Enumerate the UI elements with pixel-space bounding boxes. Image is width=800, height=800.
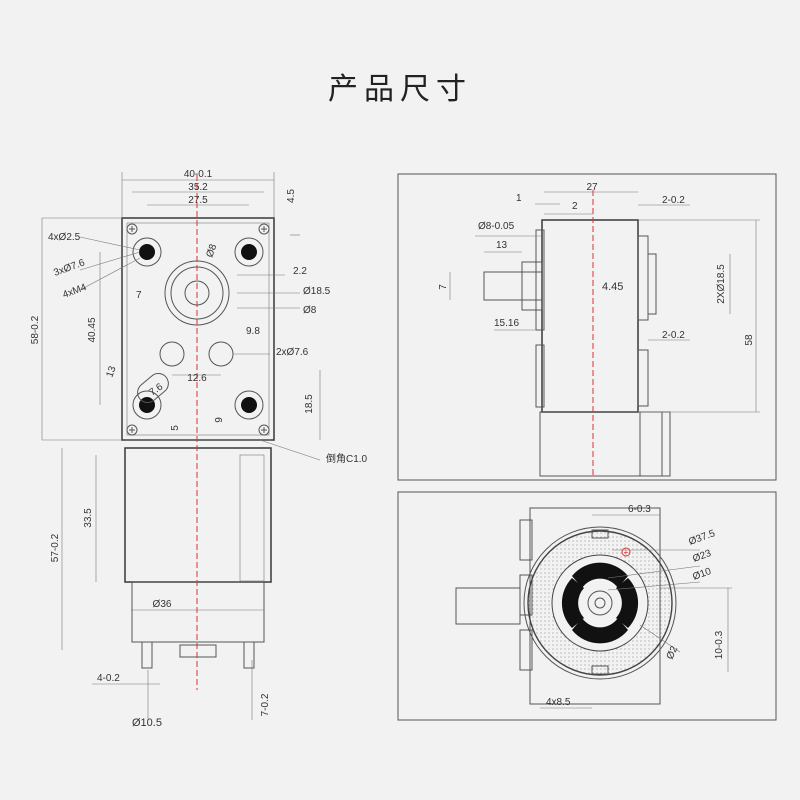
side-view-frame <box>397 173 777 481</box>
bottom-dim-h10-03: 10-0.3 <box>714 630 725 659</box>
hole-left <box>159 341 185 367</box>
dim-d10-5: Ø10.5 <box>132 717 162 729</box>
dim-18-5v: 18.5 <box>304 394 315 414</box>
side-dim-2-02-top: 2-0.2 <box>662 195 685 206</box>
dim-2-2: 2.2 <box>293 266 307 277</box>
terminal-left <box>141 641 153 669</box>
side-dim-2x18-5: 2XØ18.5 <box>716 264 727 304</box>
dim-d36: Ø36 <box>153 599 172 610</box>
side-dim-shaft-d: Ø8-0.05 <box>478 221 515 232</box>
side-dim-13: 13 <box>496 240 508 251</box>
terminal-right <box>243 641 255 669</box>
bottom-dim-6-03: 6-0.3 <box>628 504 651 515</box>
page-title: 产品尺寸 <box>328 72 472 107</box>
motor-endcap <box>131 581 265 643</box>
side-dim-1: 1 <box>516 193 522 204</box>
dim-holes-2x76: 2xØ7.6 <box>276 347 309 358</box>
dim-width-27: 27.5 <box>188 195 208 206</box>
motor-body <box>124 447 272 583</box>
side-dim-h7: 7 <box>438 284 449 290</box>
dim-thread-4xm4: 4xM4 <box>61 282 88 301</box>
dim-h33-5: 33.5 <box>83 508 94 528</box>
dim-d18-5: Ø18.5 <box>303 286 331 297</box>
hole-right <box>208 341 234 367</box>
dim-top-4-5: 4.5 <box>286 189 297 203</box>
corner-screw-icons <box>126 223 270 436</box>
dim-h40-45: 40.45 <box>87 317 98 342</box>
side-dim-27: 27 <box>586 182 598 193</box>
front-view: 40-0.1 35.2 27.5 4.5 4xØ2.5 3xØ7.6 4xM4 … <box>30 169 368 729</box>
dim-holes-3x76: 3xØ7.6 <box>52 257 86 279</box>
dim-12-6: 12.6 <box>187 373 207 384</box>
dim-9-8: 9.8 <box>246 326 260 337</box>
bottom-dim-4x8-5: 4x8.5 <box>546 697 571 708</box>
dim-5: 5 <box>170 425 181 431</box>
mounting-holes <box>132 237 264 420</box>
side-dim-h58: 58 <box>744 334 755 346</box>
dim-13: 13 <box>104 364 118 379</box>
side-view: 1 27 2 2-0.2 Ø8-0.05 13 7 4.45 2XØ18.5 1… <box>397 173 777 481</box>
side-dim-2: 2 <box>572 201 578 212</box>
dim-d8-top: Ø8 <box>204 242 219 259</box>
bottom-shaft <box>455 587 521 625</box>
plus-mark: + <box>624 548 629 557</box>
bottom-view: + 6-0.3 Ø37.5 Ø23 Ø10 Ø2 10-0.3 4x8.5 <box>397 491 777 721</box>
bottom-dim-d2: Ø2 <box>665 644 681 661</box>
dim-h58: 58-0.2 <box>30 315 41 344</box>
dim-9: 9 <box>214 417 225 423</box>
dim-h57: 57-0.2 <box>50 533 61 562</box>
dim-7-02: 7-0.2 <box>260 693 271 716</box>
dim-4-02: 4-0.2 <box>97 673 120 684</box>
dim-7-6: 7.6 <box>147 381 165 398</box>
dim-h7: 7 <box>136 290 142 301</box>
dim-width-total: 40-0.1 <box>184 169 213 180</box>
side-motor <box>539 411 671 477</box>
side-dim-15-16: 15.16 <box>494 318 519 329</box>
dim-holes-4x25: 4xØ2.5 <box>48 232 81 243</box>
side-dim-4-45: 4.45 <box>602 281 623 293</box>
side-dim-2-02-mid: 2-0.2 <box>662 330 685 341</box>
dim-width-35: 35.2 <box>188 182 208 193</box>
slot <box>137 373 169 403</box>
dim-d8-side: Ø8 <box>303 305 317 316</box>
dim-chamfer: 倒角C1.0 <box>326 453 368 465</box>
